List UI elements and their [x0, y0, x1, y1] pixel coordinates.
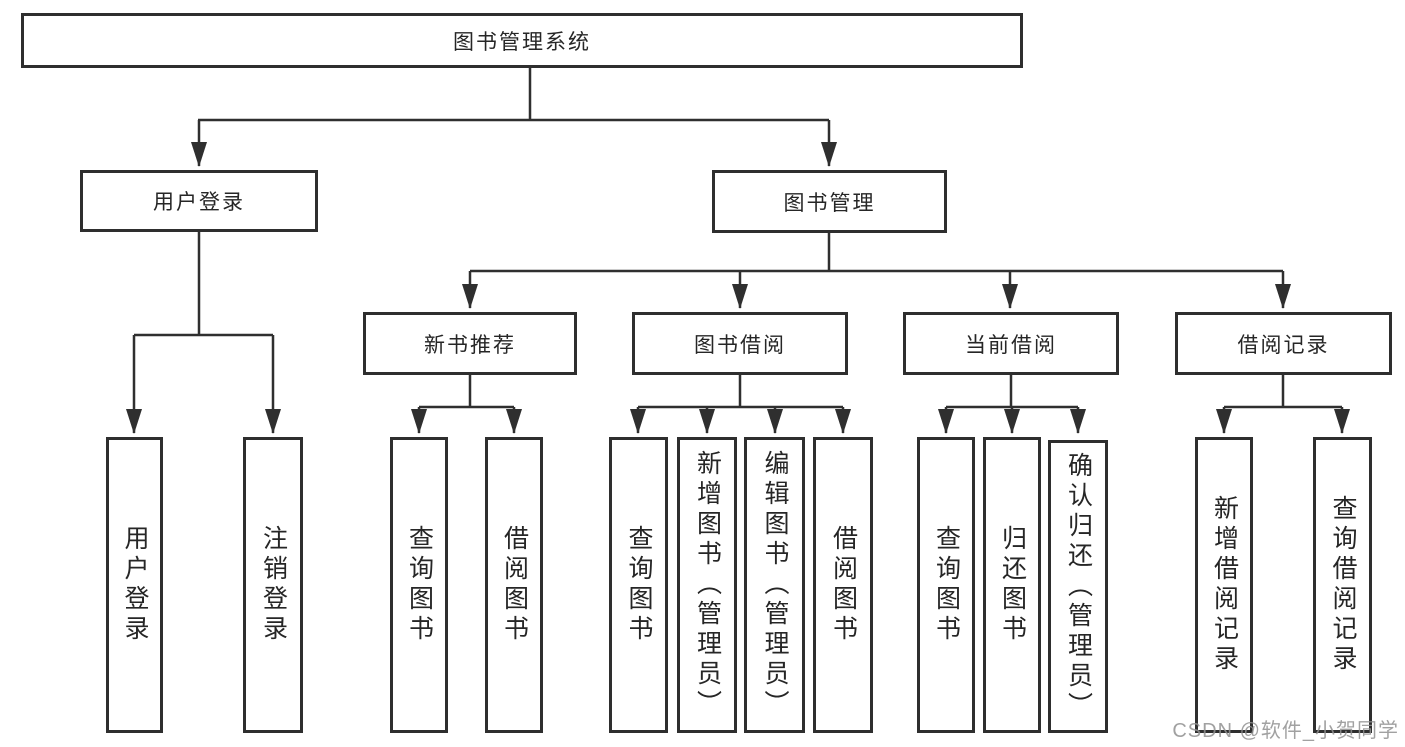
- leaf-return-books: 归还图书: [983, 437, 1041, 733]
- node-user-login: 用户登录: [80, 170, 318, 232]
- leaf-query-books-current: 查询图书: [917, 437, 975, 733]
- node-book-borrow: 图书借阅: [632, 312, 848, 375]
- node-library-system: 图书管理系统: [21, 13, 1023, 68]
- node-new-book-recommend: 新书推荐: [363, 312, 577, 375]
- leaf-query-borrow-record: 查询借阅记录: [1313, 437, 1372, 733]
- leaf-query-books-borrow: 查询图书: [609, 437, 668, 733]
- node-current-borrow: 当前借阅: [903, 312, 1119, 375]
- watermark: CSDN @软件_小贺同学: [1172, 720, 1399, 742]
- leaf-borrow-books-recommend: 借阅图书: [485, 437, 543, 733]
- node-borrow-records: 借阅记录: [1175, 312, 1392, 375]
- leaf-query-books-recommend: 查询图书: [390, 437, 448, 733]
- leaf-add-books-admin: 新增图书（管理员）: [677, 437, 737, 733]
- leaf-add-borrow-record: 新增借阅记录: [1195, 437, 1253, 733]
- leaf-user-login: 用户登录: [106, 437, 163, 733]
- leaf-confirm-return-admin: 确认归还（管理员）: [1048, 440, 1108, 733]
- leaf-logout: 注销登录: [243, 437, 303, 733]
- leaf-edit-books-admin: 编辑图书（管理员）: [744, 437, 805, 733]
- leaf-borrow-books: 借阅图书: [813, 437, 873, 733]
- node-book-management: 图书管理: [712, 170, 947, 233]
